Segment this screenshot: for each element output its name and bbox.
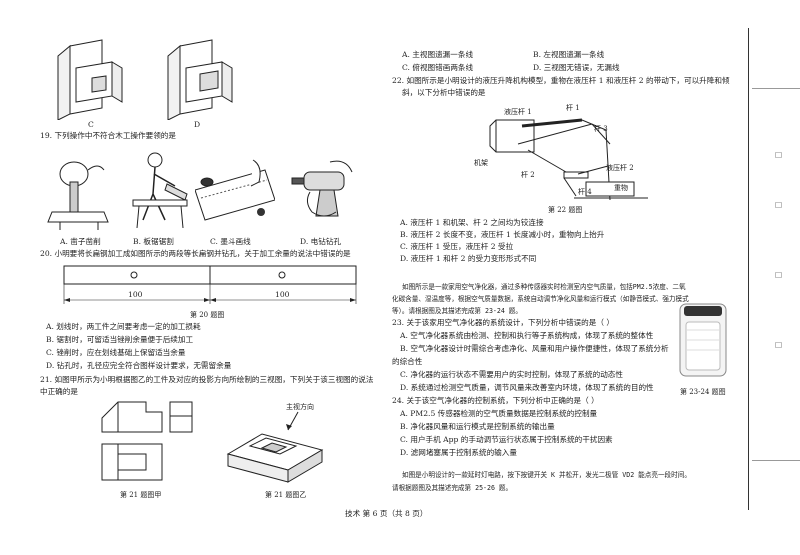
fig21b-caption: 第 21 题图乙 [265,491,307,499]
fig22-lift-mechanism-drawing [478,100,658,210]
passage-25-26-line1: 如图是小明设计的一款延时灯电路，按下按键开关 K 并松开，发光二极管 VD2 能… [402,471,691,479]
question-21-line1: 21. 如图甲所示为小明根据图乙的工件及对应的投影方向所绘制的三视图，下列关于该… [40,375,374,384]
air-purifier-image [676,300,730,380]
q20-option-d: D. 钻孔时，孔径应完全符合图样设计要求，无需留余量 [46,361,232,370]
q19-option-d: D. 电钻钻孔 [300,237,342,246]
fig22-label-rod-2: 杆 2 [521,171,535,179]
fig20-caption: 第 20 题图 [190,311,225,319]
q20-option-b: B. 锯割时，可留适当锉削余量便于后续加工 [46,335,194,344]
fig22-label-frame: 机架 [474,159,488,167]
q22-option-a: A. 液压杆 1 和机架、杆 2 之间均为铰连接 [400,218,544,227]
fig21b-workpiece-drawing [222,408,342,488]
q21-option-c: C. 俯视图错画两条线 [402,63,474,72]
q19-option-c: C. 墨斗画线 [210,237,251,246]
passage-25-26-line2: 请根据题图及其描述完成第 25-26 题。 [392,484,513,492]
q20-option-c: C. 锉削时，应在划线基础上保留适当余量 [46,348,186,357]
fig18-option-c-drawing [50,38,130,120]
fig21a-caption: 第 21 题图甲 [120,491,162,499]
q23-option-b: B. 空气净化器设计时需综合考虑净化、风量和用户操作便捷性，体现了系统分析 [400,344,669,353]
margin-mark-1: □ [775,150,783,159]
margin-line-bottom [752,460,800,461]
q22-option-c: C. 液压杆 1 受压，液压杆 2 受拉 [400,242,514,251]
fig18-label-c: C [88,120,94,129]
page-footer: 技术 第 6 页（共 8 页） [345,509,428,518]
margin-mark-3: □ [775,270,783,279]
q23-option-a: A. 空气净化器系统由检测、控制和执行等子系统构成，体现了系统的整体性 [400,331,654,340]
q19-drill-image [290,152,360,232]
q23-option-d: D. 系统通过检测空气质量，调节风量来改善室内环境，体现了系统的目的性 [400,383,654,392]
q21-option-b: B. 左视图遗漏一条线 [533,50,605,59]
fig20-dim-left: 100 [128,290,143,299]
q20-option-a: A. 划线时，两工件之间要考虑一定的加工损耗 [46,322,201,331]
margin-line-top [752,88,800,89]
margin-mark-2: □ [775,200,783,209]
fig22-label-cylinder-1: 液压杆 1 [504,108,532,116]
question-22-line1: 22. 如图所示是小明设计的液压升降机构模型，重物在液压杆 1 和液压杆 2 的… [392,76,730,85]
fig21a-three-view-drawing [96,392,196,488]
q22-option-d: D. 液压杆 1 和杆 2 的受力变形形式不同 [400,254,537,263]
q21-option-d: D. 三视图无错误，无漏线 [533,63,620,72]
q22-option-b: B. 液压杆 2 长度不变，液压杆 1 长度减小时，重物向上抬升 [400,230,605,239]
passage-23-24-line1: 如图所示是一款家用空气净化器，通过多种传感器实时检测室内空气质量，包括PM2.5… [402,283,686,291]
fig22-label-load: 重物 [614,184,628,192]
margin-divider [748,28,749,510]
fig20-dim-right: 100 [275,290,290,299]
q24-option-d: D. 滤网堵塞属于控制系统的输入量 [400,448,517,457]
q19-chisel-image [42,152,114,232]
passage-23-24-line2: 化碳含量、湿温度等，根据空气质量数据，系统自动调节净化风量和运行模式（如静音模式… [392,295,689,303]
q21-option-a: A. 主视图遗漏一条线 [402,50,474,59]
margin-mark-4: □ [775,340,783,349]
q19-option-a: A. 凿子凿削 [60,237,101,246]
question-23: 23. 关于该家用空气净化器的系统设计，下列分析中错误的是（ ） [392,318,614,327]
fig22-caption: 第 22 题图 [548,206,583,214]
question-19: 19. 下列操作中不符合木工操作要领的是 [40,131,176,140]
fig18-option-d-drawing [160,38,240,120]
fig22-label-rod-3: 杆 3 [594,125,608,133]
fig22-label-rod-4: 杆 4 [578,188,592,196]
question-20: 20. 小明要将长扁钢加工成如图所示的两段等长扁钢并钻孔，关于加工余量的说法中错… [40,249,351,258]
question-24: 24. 关于该空气净化器的控制系统，下列分析中正确的是（ ） [392,396,599,405]
fig20-flat-steel-drawing [62,264,358,312]
fig21-direction-label: 主视方向 [286,403,314,411]
q19-saw-image [125,150,195,232]
q19-ink-line-image [195,150,275,232]
q24-option-b: B. 净化器风量和运行模式是控制系统的输出量 [400,422,555,431]
question-22-line2: 斜，以下分析中错误的是 [402,88,486,97]
q23-option-c: C. 净化器的运行状态不需要用户的实时控制，体现了系统的动态性 [400,370,623,379]
q19-option-b: B. 板锯锯割 [133,237,174,246]
fig22-label-cylinder-2: 液压杆 2 [606,164,634,172]
q24-option-a: A. PM2.5 传感器检测的空气质量数据是控制系统的控制量 [400,409,598,418]
q24-option-c: C. 用户手机 App 的手动调节运行状态属于控制系统的干扰因素 [400,435,613,444]
q23-option-b-cont: 的综合性 [392,357,423,366]
fig22-label-rod-1: 杆 1 [566,104,580,112]
fig23-24-caption: 第 23-24 题图 [680,388,726,396]
question-21-line2: 中正确的是 [40,387,78,396]
passage-23-24-line3: 等）。请根据图及其描述完成第 23-24 题。 [392,307,522,315]
fig18-label-d: D [194,120,201,129]
